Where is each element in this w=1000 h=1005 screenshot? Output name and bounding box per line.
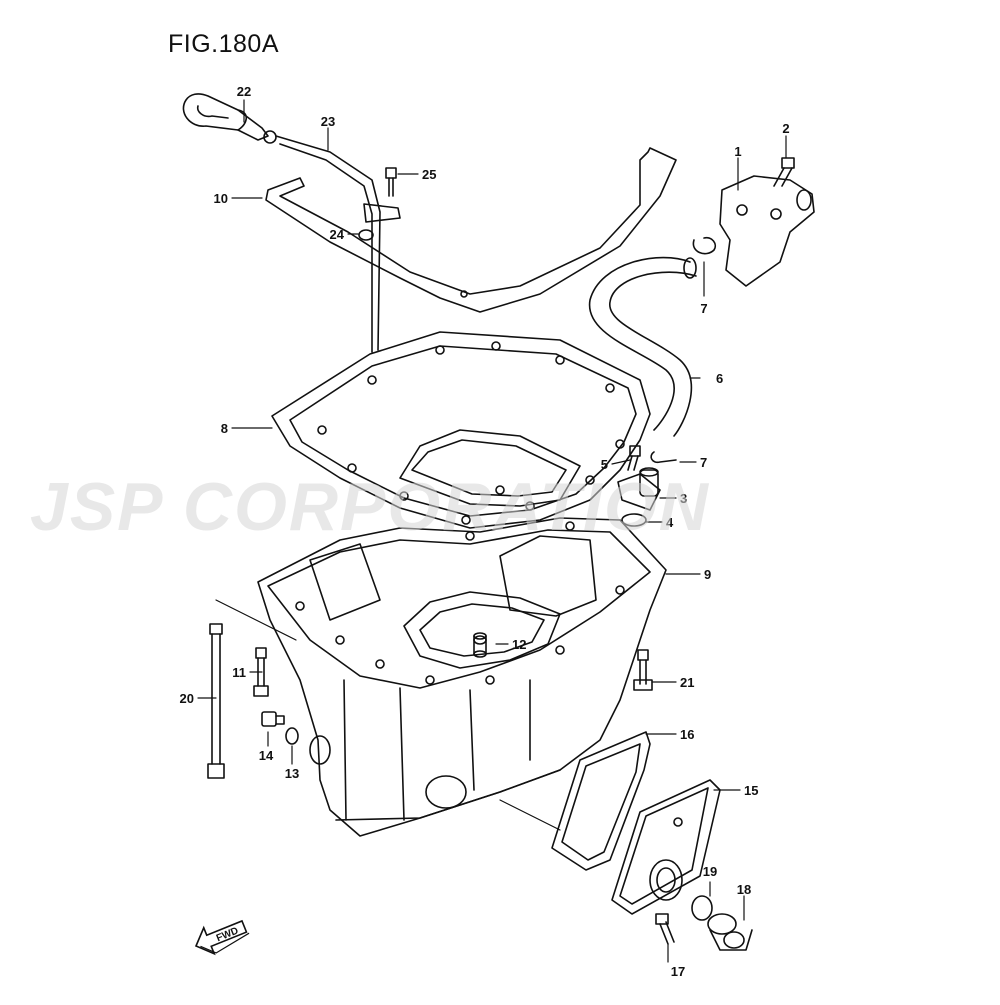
bolt-21 <box>633 649 653 691</box>
bolt-5 <box>627 445 641 471</box>
callout-16: 16 <box>680 727 694 742</box>
bolt-17 <box>655 913 675 945</box>
o-ring-4 <box>621 513 647 527</box>
callout-11: 11 <box>232 665 246 680</box>
gasket-16 <box>551 731 651 871</box>
washer-24 <box>358 229 374 241</box>
callout-19: 19 <box>703 864 717 879</box>
callout-25: 25 <box>422 167 436 182</box>
callout-14: 14 <box>259 748 274 763</box>
callout-17: 17 <box>671 964 685 979</box>
oil-pan-9 <box>257 517 667 837</box>
leader-lines <box>197 99 787 963</box>
callout-3: 3 <box>680 491 687 506</box>
bolt-2 <box>773 157 795 187</box>
dipstick-guide-tube <box>275 135 401 353</box>
bolt-20 <box>207 623 225 779</box>
callout-18: 18 <box>737 882 751 897</box>
dowel-12 <box>473 632 487 658</box>
figure-title: FIG.180A <box>168 30 279 58</box>
callout-12: 12 <box>512 637 526 652</box>
clamp-7-lower <box>650 451 677 464</box>
callout-8: 8 <box>221 421 228 436</box>
callout-24: 24 <box>330 227 345 242</box>
callout-22: 22 <box>237 84 251 99</box>
bolt-25 <box>385 167 397 197</box>
callout-1: 1 <box>734 144 741 159</box>
callout-9: 9 <box>704 567 711 582</box>
callout-4: 4 <box>666 515 674 530</box>
callout-10: 10 <box>214 191 228 206</box>
clamp-7-upper <box>692 236 717 255</box>
callout-7-upper: 7 <box>700 301 707 316</box>
watermark: JSP CORPORATION <box>30 469 710 545</box>
callout-6: 6 <box>716 371 723 386</box>
callout-15: 15 <box>744 783 758 798</box>
housing-part-1 <box>719 175 815 287</box>
callout-labels: 22 23 10 25 24 1 2 7 6 8 5 7 3 4 9 12 20… <box>180 84 790 979</box>
cover-15 <box>611 779 721 915</box>
fwd-arrow-icon: FWD <box>194 919 250 956</box>
gasket-13 <box>285 727 299 745</box>
callout-2: 2 <box>782 121 789 136</box>
hose-6 <box>588 256 697 437</box>
dipstick-part <box>182 93 277 144</box>
drain-plug-18 <box>707 913 753 951</box>
callout-20: 20 <box>180 691 194 706</box>
plug-14 <box>261 711 285 727</box>
callout-23: 23 <box>321 114 335 129</box>
gasket-8 <box>271 331 651 529</box>
washer-19 <box>691 895 713 921</box>
bracket-10 <box>265 147 677 313</box>
callout-13: 13 <box>285 766 299 781</box>
callout-21: 21 <box>680 675 694 690</box>
fitting-part-3 <box>617 467 661 511</box>
callout-5: 5 <box>601 457 608 472</box>
callout-7-lower: 7 <box>700 455 707 470</box>
